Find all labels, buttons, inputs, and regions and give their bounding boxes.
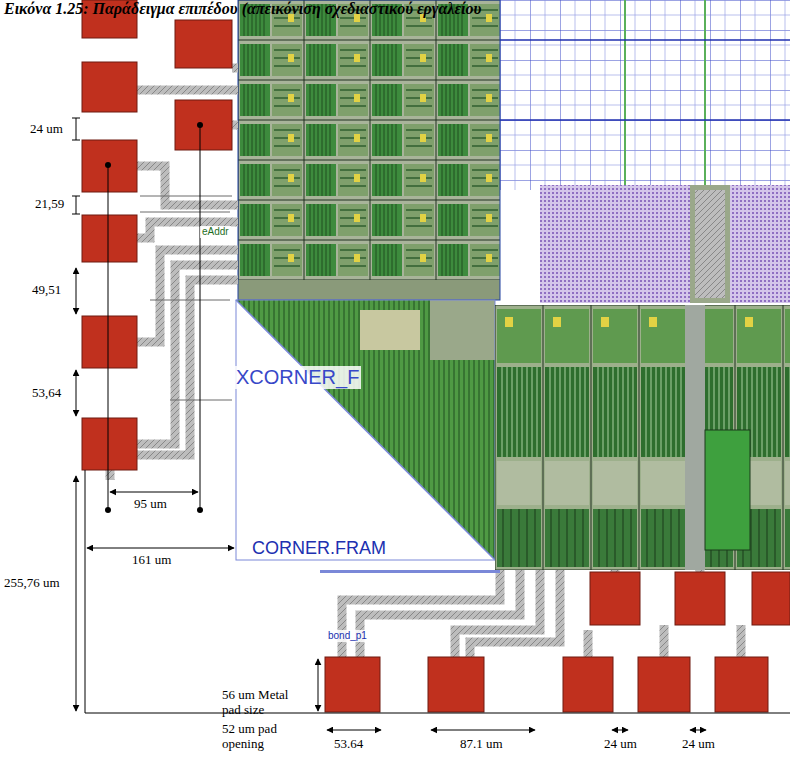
dimension-label: 49,51 <box>30 283 63 298</box>
figure-title: Εικόνα 1.25: Παράδειγμα επιπέδου (απεικό… <box>4 0 481 18</box>
dimension-label: 24 um <box>28 122 65 137</box>
dimension-label: 95 um <box>132 497 169 512</box>
dimension-label: 24 um <box>604 737 637 752</box>
cell-name: CORNER.FRAM <box>250 538 388 559</box>
dimension-label: 53.64 <box>334 737 363 752</box>
dimension-note: 52 um pad opening <box>222 722 306 752</box>
dimension-label: 255,76 um <box>2 576 62 591</box>
dimension-label: 24 um <box>682 737 715 752</box>
cell-name: bond_p1 <box>326 630 369 642</box>
dimension-label: 21,59 <box>33 197 66 212</box>
dimension-label: 87.1 um <box>460 737 503 752</box>
cell-name: XCORNER_F <box>234 366 361 389</box>
dimension-label: 161 um <box>130 553 173 568</box>
dimension-label: 53,64 <box>30 386 63 401</box>
dimension-note: 56 um Metal pad size <box>222 688 310 718</box>
signal-name: eAddr <box>200 226 231 238</box>
